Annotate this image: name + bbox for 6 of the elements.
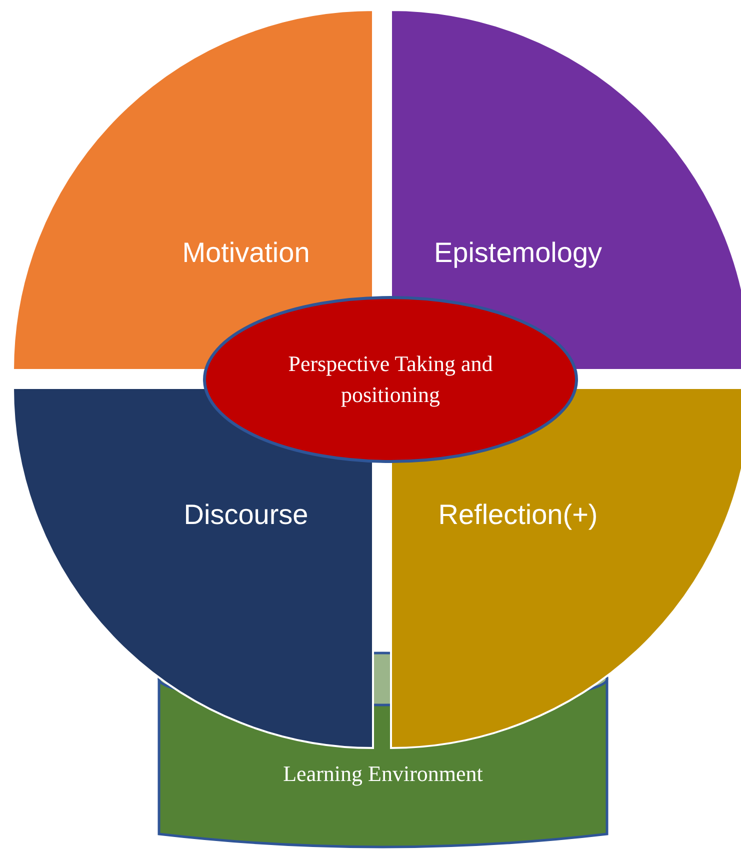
segment-label: Reflection(+) xyxy=(438,499,598,531)
segment-label: Epistemology xyxy=(434,237,602,269)
segment-label: Discourse xyxy=(184,499,308,531)
base-label: Learning Environment xyxy=(283,760,483,788)
segment-label: Motivation xyxy=(182,237,310,269)
center-label: Perspective Taking and positioning xyxy=(287,350,494,410)
